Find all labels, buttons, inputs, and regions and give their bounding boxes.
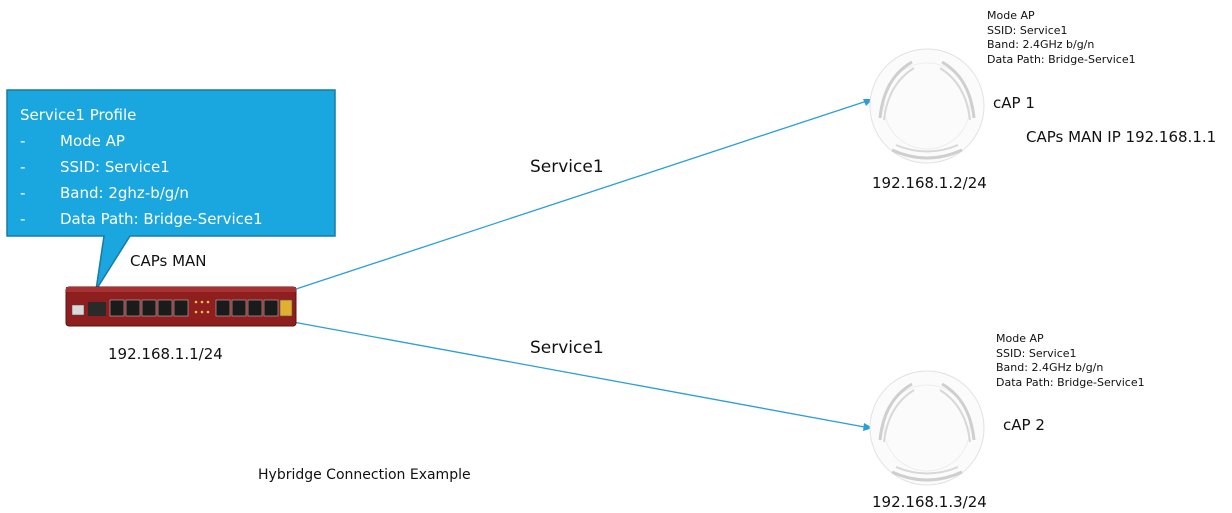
cap1-device: [869, 48, 985, 164]
cap1-prop: Band: 2.4GHz b/g/n: [987, 38, 1095, 51]
profile-item: - Band: 2ghz-b/g/n: [20, 180, 263, 206]
link-arrow-cap2: [863, 423, 873, 431]
profile-item-dash: -: [20, 184, 26, 202]
profile-callout: Service1 Profile - Mode AP - SSID: Service…: [20, 102, 263, 232]
router-label: CAPs MAN: [130, 252, 207, 270]
diagram-caption: Hybridge Connection Example: [258, 467, 471, 483]
cap2-prop: Band: 2.4GHz b/g/n: [996, 361, 1104, 374]
cap1-man-ip: CAPs MAN IP 192.168.1.1: [1026, 128, 1217, 146]
cap1-prop: Mode AP: [987, 9, 1035, 22]
profile-item: - Data Path: Bridge-Service1: [20, 206, 263, 232]
profile-item: - Mode AP: [20, 128, 263, 154]
profile-item-text: Mode AP: [60, 132, 125, 150]
cap1-name: cAP 1: [993, 94, 1035, 112]
link-label-cap2: Service1: [530, 338, 604, 358]
link-label-cap1: Service1: [530, 157, 604, 177]
profile-title: Service1 Profile: [20, 106, 137, 124]
profile-item-dash: -: [20, 210, 26, 228]
profile-item-dash: -: [20, 132, 26, 150]
cap2-device: [869, 370, 985, 486]
cap2-name: cAP 2: [1003, 416, 1045, 434]
cap2-prop: Data Path: Bridge-Service1: [996, 375, 1145, 389]
router-ip: 192.168.1.1/24: [108, 345, 223, 363]
router-device: [65, 286, 297, 327]
cap2-ip: 192.168.1.3/24: [872, 493, 987, 511]
profile-item-text: SSID: Service1: [60, 158, 170, 176]
cap1-ip: 192.168.1.2/24: [872, 174, 987, 192]
cap2-prop: SSID: Service1: [996, 346, 1077, 360]
cap2-properties: Mode AP SSID: Service1 Band: 2.4GHz b/g/…: [996, 332, 1145, 390]
profile-item-text: Band: 2ghz-b/g/n: [60, 184, 189, 202]
cap1-properties: Mode AP SSID: Service1 Band: 2.4GHz b/g/…: [987, 9, 1136, 67]
profile-item-dash: -: [20, 158, 26, 176]
profile-callout-bubble: [6, 89, 336, 291]
cap2-prop: Mode AP: [996, 332, 1044, 345]
link-line-cap2: [292, 321, 871, 429]
link-line-cap1: [292, 99, 871, 291]
cap1-prop: SSID: Service1: [987, 23, 1068, 37]
profile-item: - SSID: Service1: [20, 154, 263, 180]
profile-item-text: Data Path: Bridge-Service1: [60, 210, 263, 228]
cap1-prop: Data Path: Bridge-Service1: [987, 52, 1136, 66]
